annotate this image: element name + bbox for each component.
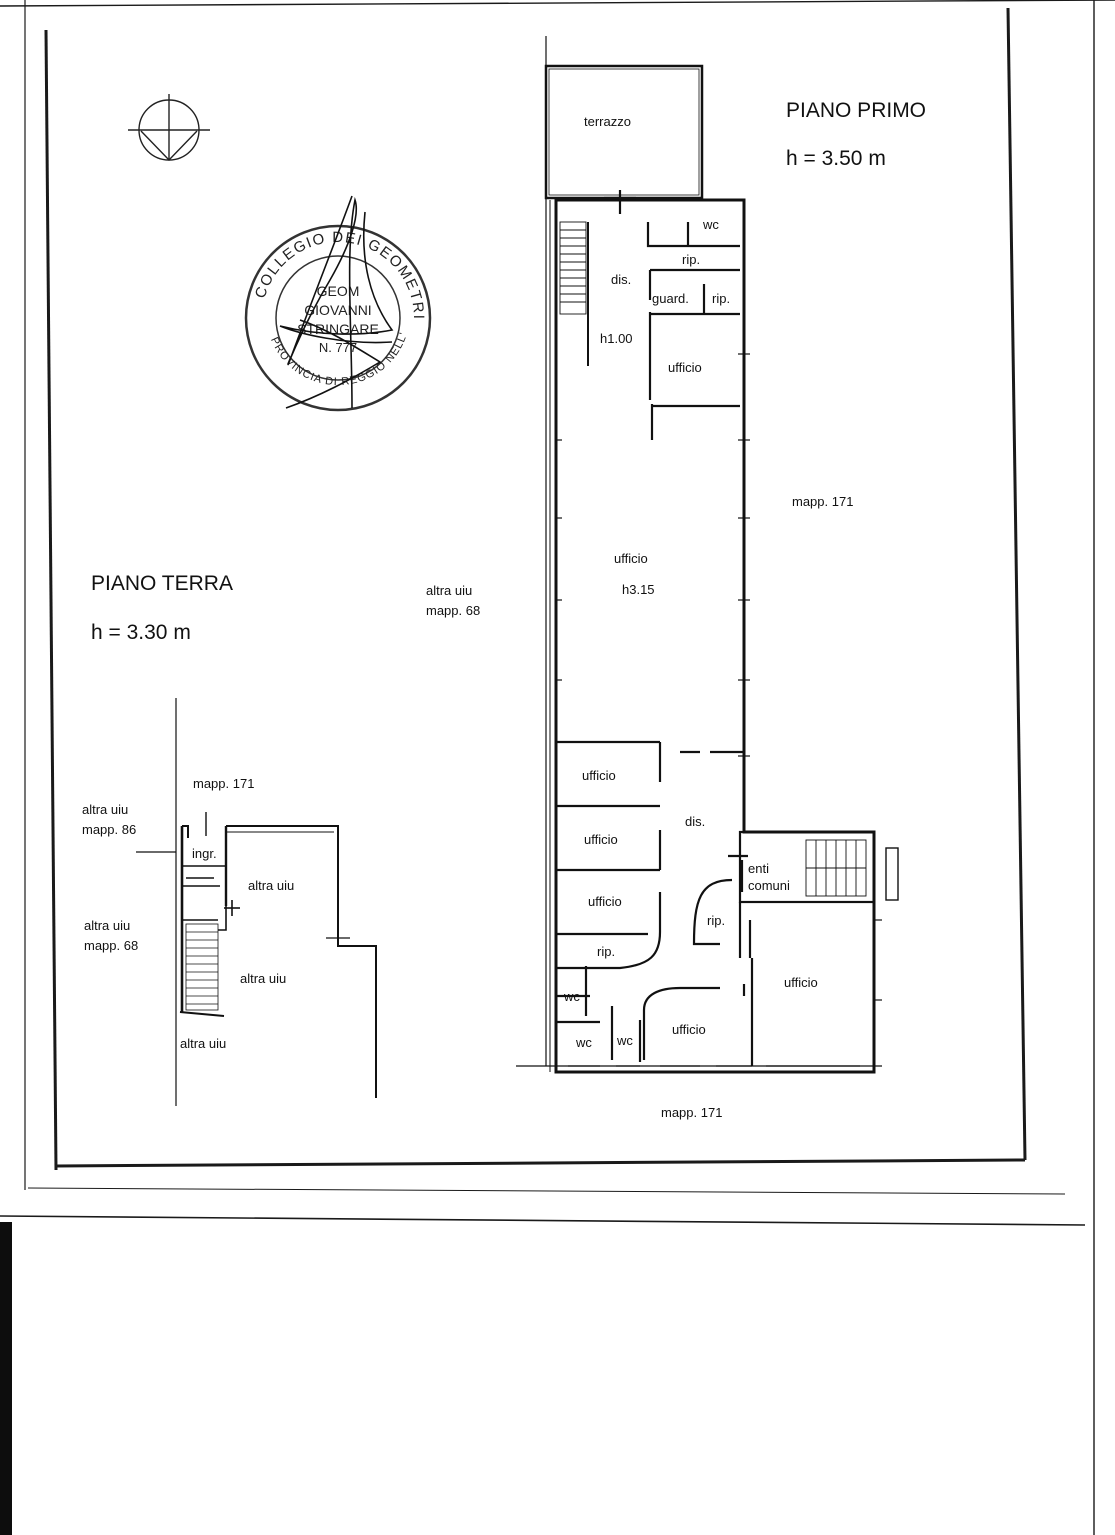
gf-context-mapp-86: mapp. 86 — [82, 822, 136, 837]
room-dis-bottom: dis. — [685, 814, 705, 829]
gf-context-mapp-171: mapp. 171 — [193, 776, 254, 791]
signature-mark — [279, 195, 394, 409]
seal-line-2: GIOVANNI — [304, 302, 371, 318]
room-ufficio-main: ufficio — [614, 551, 648, 566]
room-rip-small: rip. — [712, 291, 730, 306]
first-floor-labels: PIANO PRIMO h = 3.50 m terrazzo wc rip. … — [426, 99, 926, 1120]
gf-room-altra-uiu-2: altra uiu — [240, 971, 286, 986]
room-rip-left: rip. — [597, 944, 615, 959]
room-ufficio-a: ufficio — [582, 768, 616, 783]
room-enti: enti — [748, 861, 769, 876]
seal-line-1: GEOM — [317, 283, 360, 299]
height-h1: h1.00 — [600, 331, 633, 346]
first-floor-title: PIANO PRIMO — [786, 99, 926, 122]
north-arrow-icon — [128, 94, 210, 162]
staircase-top — [559, 221, 589, 366]
room-rip-top: rip. — [682, 252, 700, 267]
seal-line-4: N. 777 — [319, 340, 357, 355]
room-ufficio-bottom: ufficio — [672, 1022, 706, 1037]
room-ufficio-top: ufficio — [668, 360, 702, 375]
room-ufficio-right: ufficio — [784, 975, 818, 990]
context-mapp-68: mapp. 68 — [426, 603, 480, 618]
height-h315: h3.15 — [622, 582, 655, 597]
context-mapp-171-bottom: mapp. 171 — [661, 1105, 722, 1120]
first-floor-height: h = 3.50 m — [786, 147, 886, 170]
ground-floor-plan — [136, 698, 377, 1106]
scan-edge-strip — [0, 1222, 12, 1535]
room-rip-mid: rip. — [707, 913, 725, 928]
gf-context-altra-uiu-68: altra uiu — [84, 918, 130, 933]
gf-room-altra-uiu-3: altra uiu — [180, 1036, 226, 1051]
gf-room-altra-uiu-1: altra uiu — [248, 878, 294, 893]
gf-room-ingr: ingr. — [192, 846, 217, 861]
room-comuni: comuni — [748, 878, 790, 893]
staircase-right — [805, 839, 899, 901]
room-ufficio-c: ufficio — [588, 894, 622, 909]
room-wc-top: wc — [702, 217, 719, 232]
room-guard: guard. — [652, 291, 689, 306]
ground-floor-height: h = 3.30 m — [91, 621, 191, 644]
gf-context-mapp-68: mapp. 68 — [84, 938, 138, 953]
ground-floor-labels: PIANO TERRA h = 3.30 m mapp. 171 altra u… — [82, 572, 294, 1051]
gf-context-altra-uiu-86: altra uiu — [82, 802, 128, 817]
first-floor-plan — [516, 36, 899, 1074]
ground-staircase — [185, 923, 219, 1011]
geometra-seal-stamp: COLLEGIO DEI GEOMETRI PROVINCIA DI REGGI… — [0, 0, 432, 412]
context-altra-uiu: altra uiu — [426, 583, 472, 598]
room-wc-2: wc — [575, 1035, 592, 1050]
room-dis-top: dis. — [611, 272, 631, 287]
context-mapp-171-right: mapp. 171 — [792, 494, 853, 509]
room-wc-1: wc — [563, 989, 580, 1004]
ground-floor-title: PIANO TERRA — [91, 572, 233, 595]
room-wc-3: wc — [616, 1033, 633, 1048]
room-ufficio-b: ufficio — [584, 832, 618, 847]
room-terrazzo: terrazzo — [584, 114, 631, 129]
